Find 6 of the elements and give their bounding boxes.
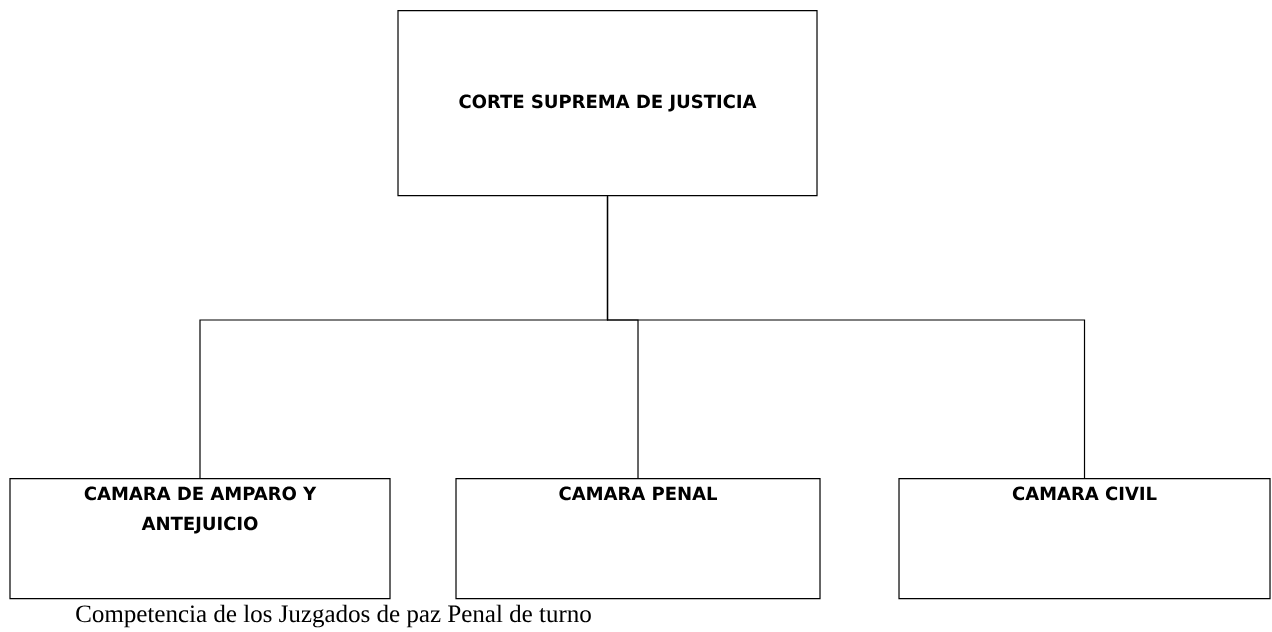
connector-line <box>606 195 1086 479</box>
caption-text: Competencia de los Juzgados de paz Penal de turno <box>76 604 591 628</box>
org-box: CAMARA CIVIL <box>898 478 1271 600</box>
org-box: CORTE SUPREMA DE JUSTICIA <box>397 10 818 197</box>
org-box: CAMARA DE AMPARO Y ANTEJUICIO <box>9 478 391 600</box>
org-box: CAMARA PENAL <box>455 478 821 600</box>
